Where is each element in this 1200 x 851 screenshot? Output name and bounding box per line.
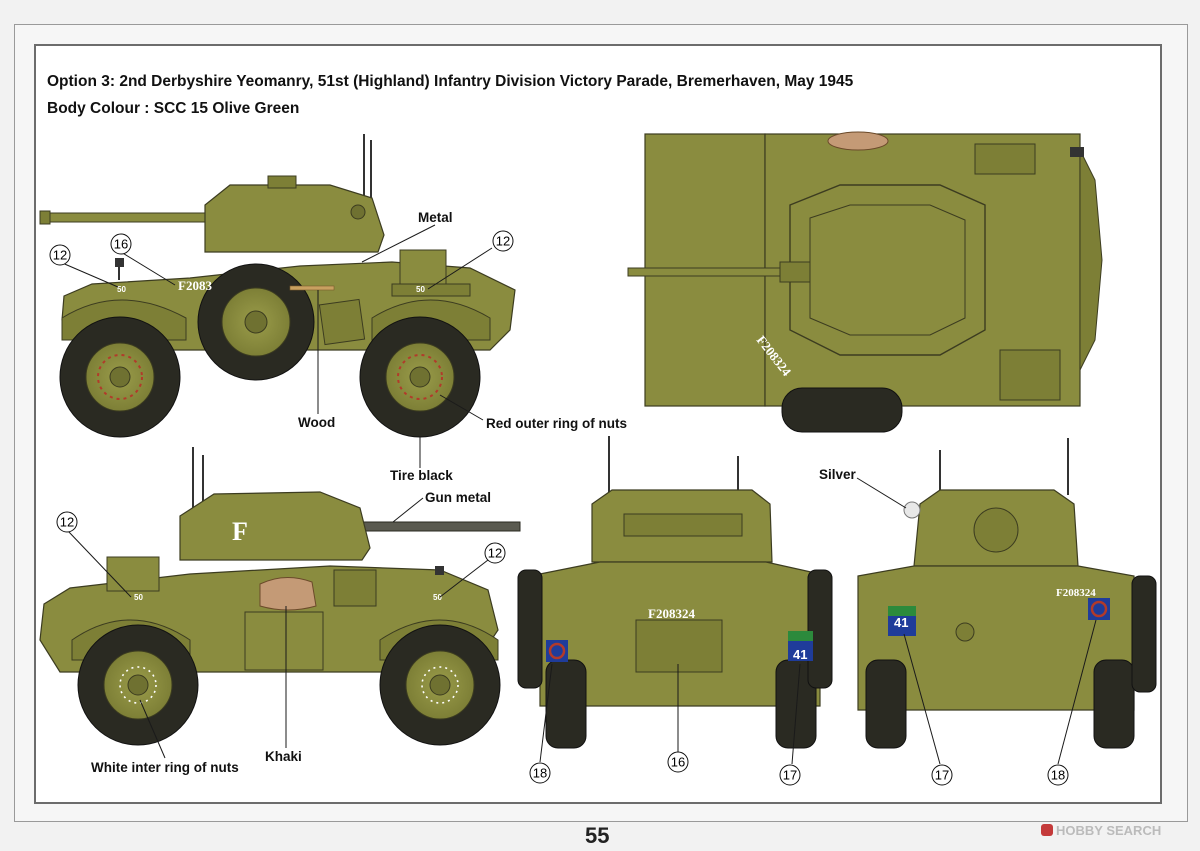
callout-gun-metal: Gun metal: [425, 490, 492, 505]
svg-text:17: 17: [783, 768, 797, 783]
svg-text:F2083: F2083: [178, 278, 212, 293]
svg-text:41: 41: [793, 647, 807, 662]
decal-marker-12: 12: [56, 511, 78, 533]
svg-text:16: 16: [671, 755, 685, 770]
decal-marker-16: 16: [110, 233, 132, 255]
svg-text:50: 50: [117, 285, 126, 294]
svg-text:16: 16: [114, 237, 128, 252]
svg-text:12: 12: [60, 515, 74, 530]
svg-text:18: 18: [533, 766, 547, 781]
callout-silver: Silver: [819, 467, 856, 482]
page-number: 55: [585, 823, 610, 848]
svg-text:18: 18: [1051, 768, 1065, 783]
hobby-search-logo-icon: [1041, 824, 1053, 836]
svg-text:12: 12: [53, 248, 67, 263]
rear-view: 41 F208324: [857, 438, 1157, 749]
decal-marker-17: 17: [931, 764, 953, 786]
callout-metal: Metal: [418, 210, 453, 225]
watermark-text: HOBBY SEARCH: [1056, 823, 1162, 838]
callout-red-outer-ring: Red outer ring of nuts: [486, 416, 627, 431]
svg-text:17: 17: [935, 768, 949, 783]
callout-white-inner-ring: White inter ring of nuts: [91, 760, 239, 775]
svg-text:12: 12: [488, 546, 502, 561]
svg-text:F208324: F208324: [648, 606, 695, 621]
option-title: Option 3: 2nd Derbyshire Yeomanry, 51st …: [47, 73, 854, 90]
svg-text:50: 50: [433, 593, 442, 602]
callout-leader-lines: [59, 224, 1097, 765]
decal-marker-18: 18: [1047, 764, 1069, 786]
left-side-view: F2083 50 50: [39, 134, 516, 438]
callout-wood: Wood: [298, 415, 336, 430]
decal-marker-12: 12: [492, 230, 514, 252]
right-side-view: F 50 50: [39, 447, 521, 746]
decal-marker-12: 12: [49, 244, 71, 266]
callout-tire-black: Tire black: [390, 468, 453, 483]
callout-khaki: Khaki: [265, 749, 302, 764]
decal-marker-17: 17: [779, 764, 801, 786]
watermark: HOBBY SEARCH: [1041, 823, 1161, 838]
svg-text:F: F: [232, 517, 248, 546]
decal-marker-12: 12: [484, 542, 506, 564]
svg-text:F208324: F208324: [1056, 587, 1096, 599]
svg-text:12: 12: [496, 234, 510, 249]
body-colour-line: Body Colour : SCC 15 Olive Green: [47, 100, 300, 117]
decal-marker-16: 16: [667, 751, 689, 773]
svg-text:41: 41: [894, 615, 908, 630]
decal-marker-18: 18: [529, 762, 551, 784]
front-view: 41 F208324: [517, 436, 833, 749]
top-view: F208324: [627, 131, 1103, 433]
svg-text:50: 50: [134, 593, 143, 602]
svg-text:50: 50: [416, 285, 425, 294]
decal-markers: 12 16 12 12 12 18 16 17 17 18: [49, 230, 1069, 786]
